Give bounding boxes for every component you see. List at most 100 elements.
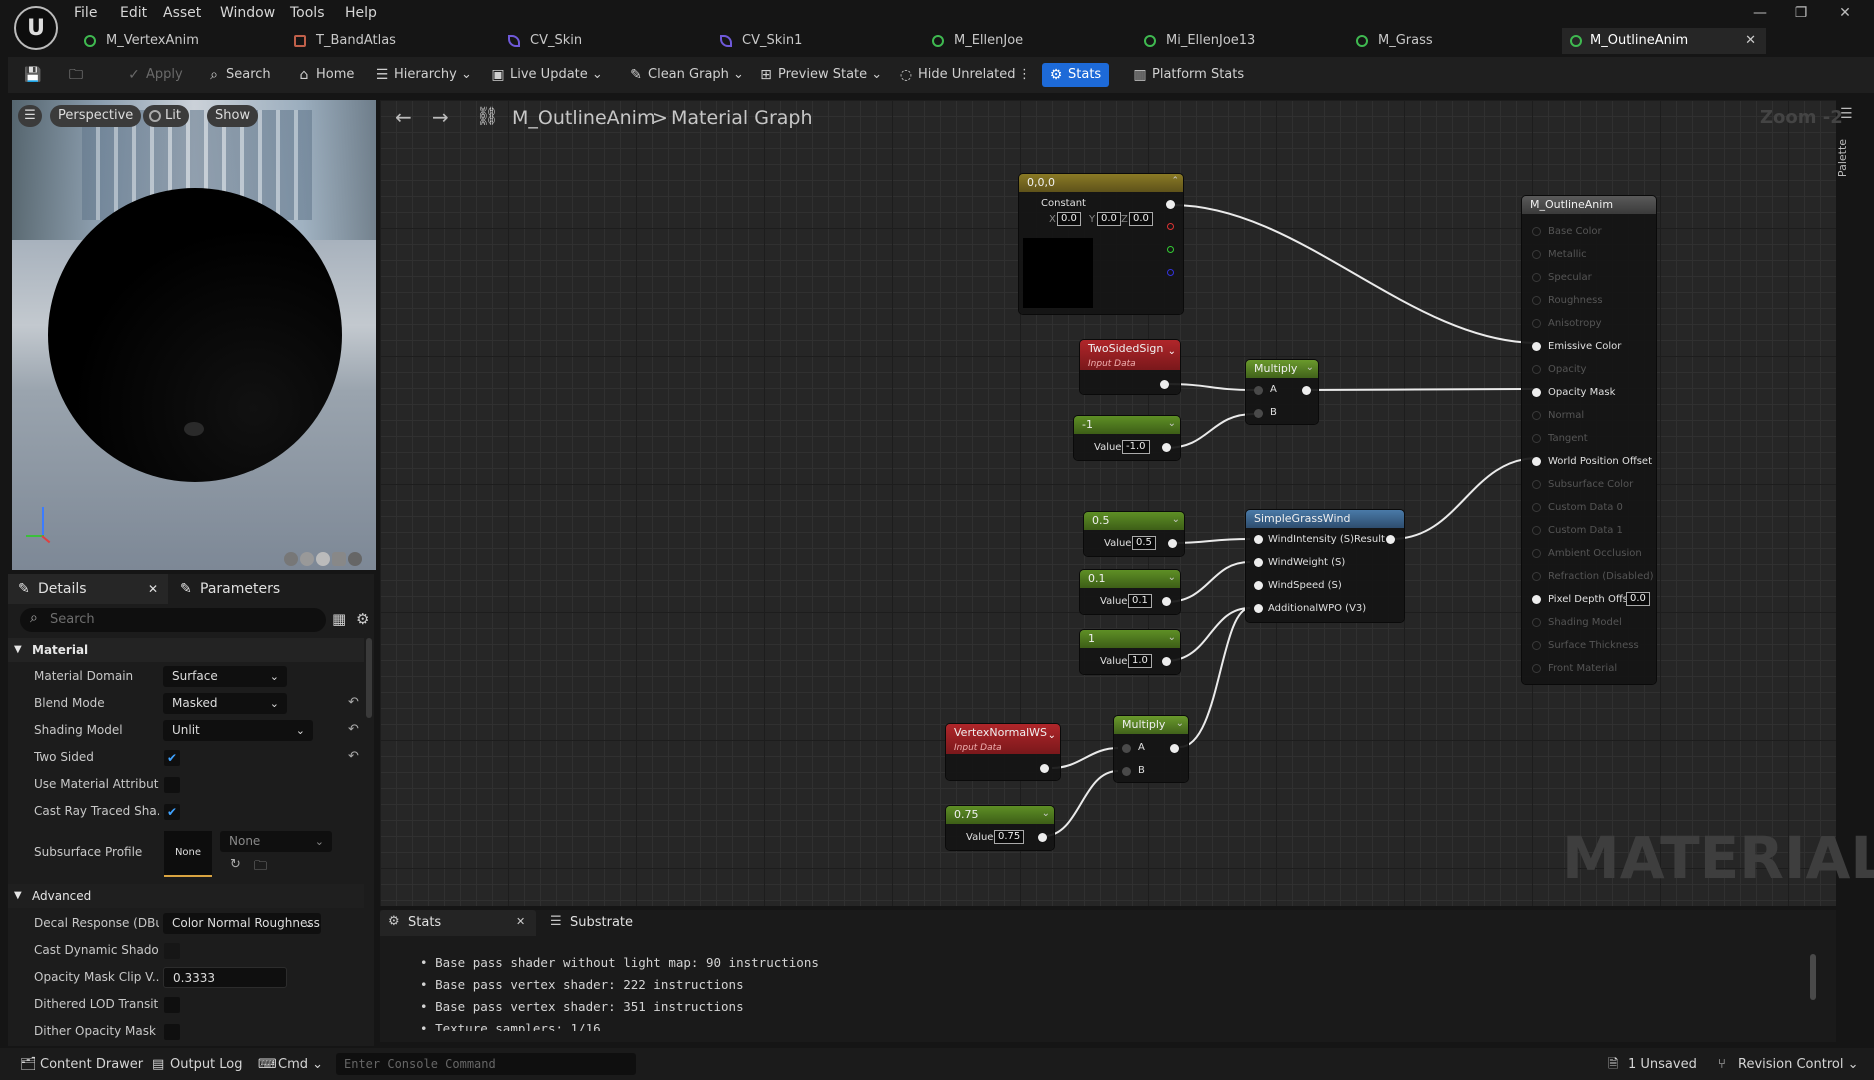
output-pin-result[interactable] [1386, 535, 1395, 544]
content-drawer-button[interactable]: 🗂Content Drawer [20, 1057, 144, 1072]
output-pin[interactable] [1040, 764, 1049, 773]
tab-m-ellenjoe[interactable]: M_EllenJoe [928, 28, 1128, 54]
input-pin-additionalwpo[interactable] [1254, 604, 1263, 613]
output-input-pin[interactable] [1532, 480, 1541, 489]
chevron-down-icon[interactable]: ⌄ [1167, 346, 1176, 357]
pixel-depth-offset-input[interactable]: 0.0 [1626, 592, 1650, 606]
platform-stats-button[interactable]: ▥Platform Stats [1133, 67, 1245, 83]
input-pin-a[interactable] [1254, 386, 1263, 395]
tab-m-vertexanim[interactable]: M_VertexAnim [80, 28, 280, 54]
use-material-attributes-checkbox[interactable] [164, 777, 180, 793]
palette-tab[interactable]: Palette [1836, 138, 1849, 178]
output-input-pin[interactable] [1532, 503, 1541, 512]
output-pin[interactable] [1162, 443, 1171, 452]
shading-model-dropdown[interactable]: Unlit⌄ [163, 720, 313, 741]
tab-stats[interactable]: ⚙ Stats ✕ [380, 910, 536, 936]
forward-arrow-icon[interactable]: → [432, 105, 449, 129]
settings-gear-icon[interactable]: ⚙ [356, 610, 370, 628]
chevron-down-icon[interactable]: ⌄ [1041, 808, 1050, 819]
details-search-box[interactable]: ⌕ Search [20, 608, 326, 632]
output-input-pin[interactable] [1532, 411, 1541, 420]
reset-arrow-icon[interactable]: ↶ [348, 722, 359, 737]
close-stats-icon[interactable]: ✕ [516, 915, 526, 928]
clean-graph-button[interactable]: ✎Clean Graph ⌄ [626, 63, 744, 87]
subsurface-profile-dropdown[interactable]: None⌄ [220, 831, 332, 852]
tab-t-bandatlas[interactable]: T_BandAtlas [290, 28, 490, 54]
back-arrow-icon[interactable]: ← [395, 105, 412, 129]
input-pin-windintensity[interactable] [1254, 535, 1263, 544]
output-pin[interactable] [1038, 833, 1047, 842]
menu-edit[interactable]: Edit [120, 5, 148, 21]
output-pin[interactable] [1302, 386, 1311, 395]
save-icon[interactable]: 💾 [24, 67, 42, 83]
live-update-button[interactable]: ▣Live Update ⌄ [491, 67, 603, 83]
unreal-logo-icon[interactable]: U [14, 6, 58, 50]
input-pin-windweight[interactable] [1254, 558, 1263, 567]
browse-asset-icon[interactable]: 🗀 [254, 859, 268, 874]
node-constant-0-5[interactable]: 0.5 ⌄ Value 0.5 [1084, 512, 1184, 556]
reset-arrow-icon[interactable]: ↶ [348, 749, 359, 764]
output-input-pin[interactable] [1532, 273, 1541, 282]
tenth-value-input[interactable]: 0.1 [1128, 594, 1152, 608]
menu-window[interactable]: Window [220, 5, 276, 21]
hide-unrelated-button[interactable]: ◌Hide Unrelated [899, 67, 1016, 83]
breadcrumb-asset[interactable]: M_OutlineAnim [512, 107, 656, 129]
chevron-down-icon[interactable]: ⌄ [1175, 718, 1184, 729]
chevron-down-icon[interactable]: ⌄ [1167, 418, 1176, 429]
threequarter-value-input[interactable]: 0.75 [994, 830, 1025, 844]
input-pin-windspeed[interactable] [1254, 581, 1263, 590]
neg1-value-input[interactable]: -1.0 [1122, 440, 1150, 454]
output-input-pin[interactable] [1532, 434, 1541, 443]
output-pin-r[interactable] [1167, 223, 1174, 230]
input-pin-a[interactable] [1122, 744, 1131, 753]
one-value-input[interactable]: 1.0 [1128, 654, 1152, 668]
close-window-icon[interactable]: ✕ [1839, 5, 1851, 21]
node-multiply-normal[interactable]: Multiply ⌄ A B [1114, 716, 1188, 782]
unsaved-button[interactable]: 🗎1 Unsaved [1608, 1057, 1697, 1072]
browse-icon[interactable]: 🗀 [69, 67, 83, 83]
table-view-icon[interactable]: ▦ [332, 610, 347, 628]
node-constant-1[interactable]: 1 ⌄ Value 1.0 [1080, 630, 1180, 674]
half-value-input[interactable]: 0.5 [1132, 536, 1156, 550]
subsurface-thumbnail[interactable]: None [164, 831, 212, 877]
tab-details[interactable]: ✎Details✕ [8, 574, 168, 604]
output-pin[interactable] [1160, 380, 1169, 389]
constant-y-input[interactable]: 0.0 [1097, 212, 1121, 226]
menu-asset[interactable]: Asset [163, 5, 202, 21]
viewport-menu-icon[interactable]: ☰ [18, 105, 42, 127]
preview-viewport[interactable]: ☰ Perspective Lit Show [12, 100, 376, 570]
home-button[interactable]: ⌂Home [294, 63, 355, 87]
more-options-icon[interactable]: ⋮ [1018, 67, 1031, 82]
decal-response-dropdown[interactable]: Color Normal Roughness⌄ [163, 913, 321, 934]
tab-m-outlineanim[interactable]: M_OutlineAnim✕ [1562, 28, 1766, 54]
menu-file[interactable]: File [74, 5, 98, 21]
revision-control-button[interactable]: ⑂Revision Control ⌄ [1718, 1057, 1859, 1072]
tab-m-grass[interactable]: M_Grass [1352, 28, 1552, 54]
output-input-pin[interactable] [1532, 250, 1541, 259]
output-input-pin[interactable] [1532, 388, 1541, 397]
show-button[interactable]: Show [207, 105, 259, 127]
section-advanced[interactable]: ▼Advanced [8, 884, 364, 908]
chevron-down-icon[interactable]: ⌄ [1047, 730, 1056, 741]
constant-x-input[interactable]: 0.0 [1057, 212, 1081, 226]
chevron-down-icon[interactable]: ⌄ [1167, 572, 1176, 583]
dither-opacity-checkbox[interactable] [164, 1024, 180, 1040]
output-pin[interactable] [1170, 744, 1179, 753]
stats-scrollbar[interactable] [1810, 954, 1816, 1000]
hierarchy-button[interactable]: ☰Hierarchy ⌄ [375, 67, 472, 83]
output-input-pin[interactable] [1532, 365, 1541, 374]
blend-mode-dropdown[interactable]: Masked⌄ [163, 693, 287, 714]
details-search-input[interactable]: Search [50, 612, 95, 627]
use-selected-icon[interactable]: ↻ [230, 857, 241, 872]
menu-tools[interactable]: Tools [290, 5, 325, 21]
node-simplegrasswind[interactable]: SimpleGrassWind WindIntensity (S) WindWe… [1246, 510, 1404, 622]
chevron-down-icon[interactable]: ⌄ [1167, 632, 1176, 643]
output-input-pin[interactable] [1532, 618, 1541, 627]
output-input-pin[interactable] [1532, 664, 1541, 673]
tab-substrate[interactable]: ☰ Substrate [550, 914, 634, 930]
output-pin-b[interactable] [1167, 269, 1174, 276]
cmd-dropdown[interactable]: ⌨Cmd ⌄ [258, 1057, 324, 1072]
opacity-mask-clip-input[interactable]: 0.3333 [163, 967, 287, 988]
